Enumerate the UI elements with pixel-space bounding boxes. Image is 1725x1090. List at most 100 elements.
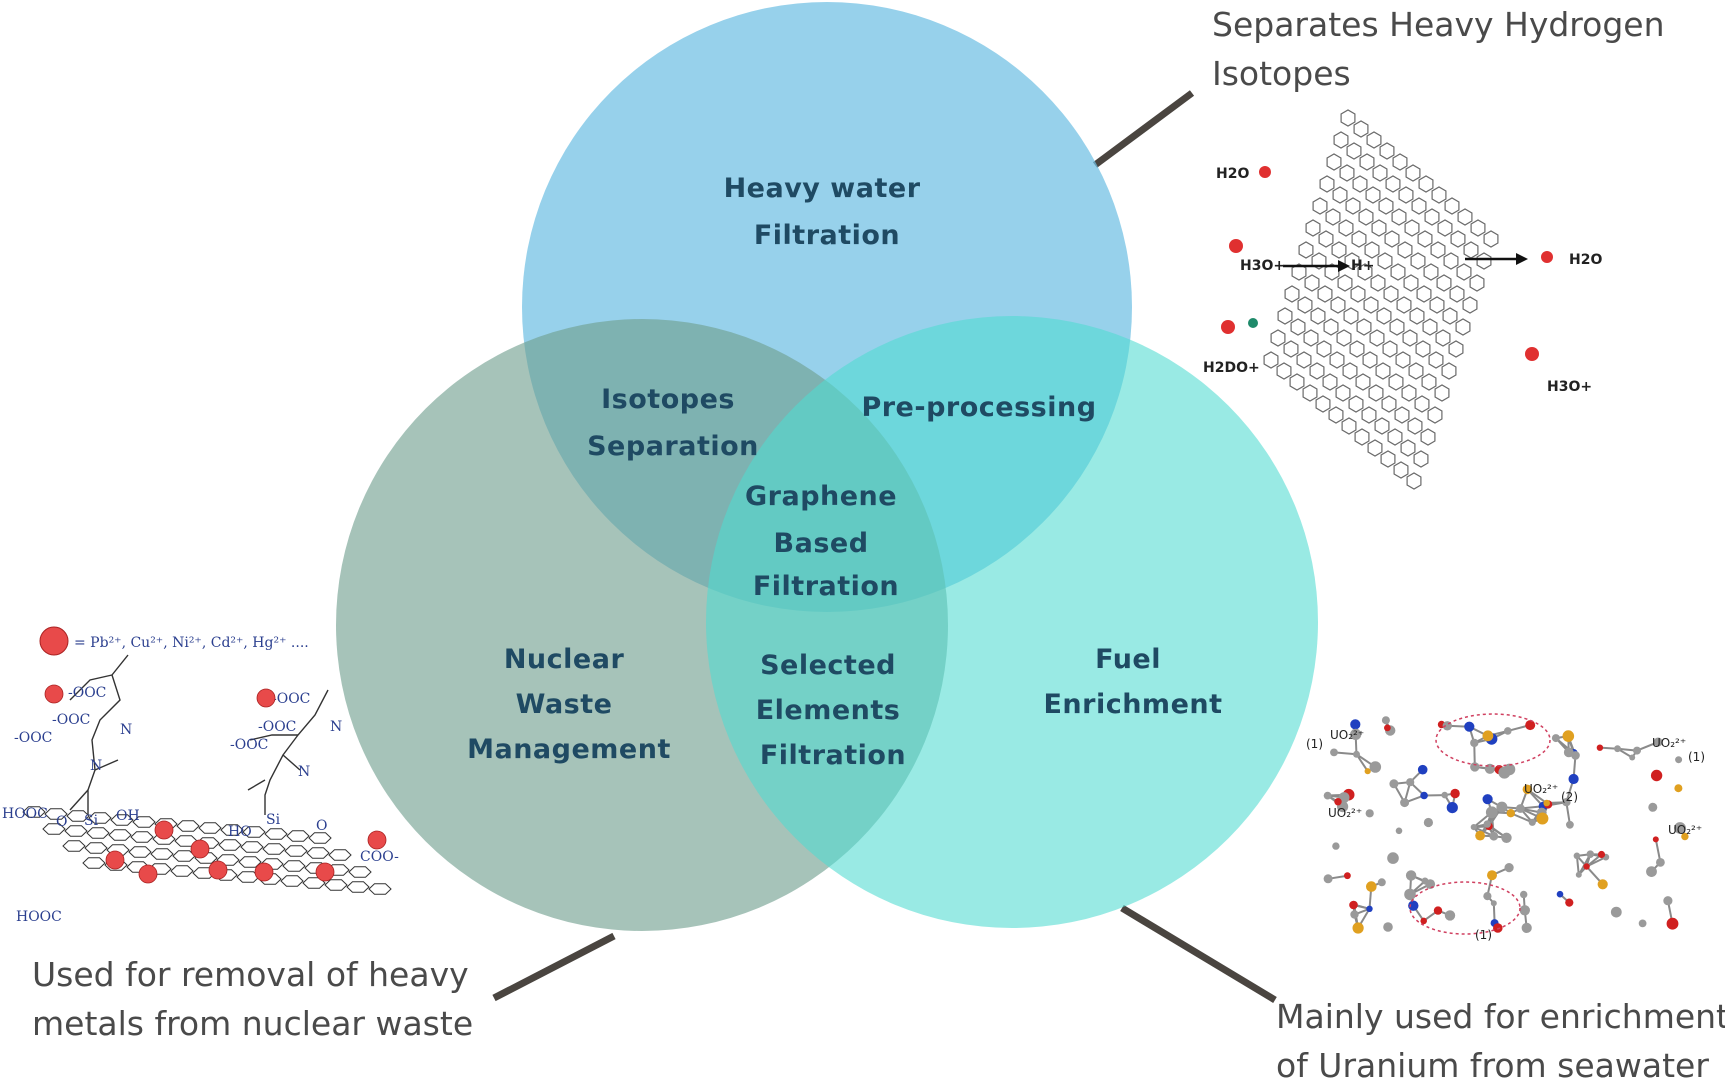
lattice-hexagon (1305, 275, 1319, 291)
connector-top-right (1095, 93, 1192, 165)
functional-group-label: HOOC (16, 909, 62, 925)
atom (1470, 739, 1478, 747)
atom (1382, 716, 1390, 724)
lattice-hexagon (1390, 319, 1404, 335)
sheet-ring (349, 867, 371, 877)
atom (1520, 891, 1527, 898)
atom (1418, 765, 1428, 775)
label-h2o-out: H2O (1569, 252, 1602, 268)
lattice-hexagon (1402, 385, 1416, 401)
sheet-ring (85, 843, 107, 853)
atom (1366, 809, 1374, 817)
lattice-hexagon (1324, 319, 1338, 335)
linker-chains (70, 655, 328, 815)
lattice-hexagon (1351, 286, 1365, 302)
lattice-hexagon (1377, 308, 1391, 324)
lattice-hexagon (1419, 176, 1433, 192)
label-line: Enrichment (1043, 689, 1222, 720)
atom (1389, 779, 1398, 788)
lattice-hexagon (1349, 396, 1363, 412)
atom (1353, 751, 1360, 758)
atom (1498, 767, 1510, 779)
atom (1383, 922, 1393, 932)
functional-group-label: Si (84, 813, 99, 829)
lattice-hexagon (1278, 308, 1292, 324)
lattice-hexagon (1376, 363, 1390, 379)
lattice-hexagon (1423, 319, 1437, 335)
atom (1611, 907, 1622, 918)
label-line: Isotopes (601, 384, 735, 415)
uranyl-label: (1) (1475, 928, 1492, 942)
atom (1464, 722, 1474, 732)
lattice-hexagon (1364, 297, 1378, 313)
lattice-hexagon (1442, 363, 1456, 379)
atom (1571, 751, 1580, 760)
atom (1378, 878, 1386, 886)
sheet-ring (129, 847, 151, 857)
lattice-hexagon (1470, 275, 1484, 291)
label-line: Filtration (753, 571, 899, 602)
lattice-hexagon (1373, 165, 1387, 181)
atom (1344, 872, 1351, 879)
graphene-membrane-illustration: H2O H3O+ H2DO+ H+ H2O H3O+ (1203, 110, 1602, 489)
sheet-ring (199, 823, 221, 833)
atom (1667, 918, 1679, 930)
atom (1434, 906, 1442, 914)
atom (1504, 727, 1512, 735)
atom (1422, 878, 1429, 885)
sheet-ring (325, 880, 347, 890)
lattice-hexagon (1331, 297, 1345, 313)
connector-bottom-left (494, 936, 614, 998)
lattice-hexagon (1403, 330, 1417, 346)
atom (1629, 755, 1635, 761)
sheet-ring (171, 866, 193, 876)
sheet-ring (177, 821, 199, 831)
atom (1350, 910, 1358, 918)
lattice-hexagon (1457, 264, 1471, 280)
lattice-hexagon (1370, 330, 1384, 346)
lattice-hexagon (1353, 176, 1367, 192)
atom (1483, 892, 1491, 900)
atom (1566, 821, 1574, 829)
lattice-hexagon (1431, 242, 1445, 258)
label-line: Based (774, 528, 869, 559)
atom (1507, 809, 1515, 817)
lattice-hexagon (1450, 286, 1464, 302)
atom (1598, 879, 1608, 889)
lattice-hexagon (1319, 231, 1333, 247)
lattice-hexagon (1411, 253, 1425, 269)
linker-bond (265, 690, 328, 815)
uranyl-label: (1) (1688, 750, 1705, 764)
lattice-hexagon (1464, 242, 1478, 258)
atom (1583, 863, 1589, 869)
lattice-hexagon (1327, 154, 1341, 170)
atom (1651, 770, 1662, 781)
lattice-hexagon (1422, 374, 1436, 390)
sheet-ring (287, 831, 309, 841)
atom (1597, 745, 1603, 751)
atom (1384, 725, 1391, 732)
lattice-hexagon (1304, 330, 1318, 346)
atom (1334, 798, 1341, 805)
caption-line: metals from nuclear waste (32, 999, 473, 1048)
lattice-hexagon (1365, 242, 1379, 258)
lattice-hexagon (1437, 275, 1451, 291)
lattice-hexagon (1484, 231, 1498, 247)
lattice-hexagon (1313, 198, 1327, 214)
label-h2o-in: H2O (1216, 166, 1249, 182)
lattice-hexagon (1388, 429, 1402, 445)
metal-ion (155, 821, 173, 839)
functional-group-label: O (316, 818, 327, 834)
sheet-ring (263, 844, 285, 854)
label-proton: H+ (1351, 258, 1374, 274)
atom (1656, 858, 1665, 867)
lattice-hexagon (1355, 429, 1369, 445)
atom (1404, 889, 1416, 901)
lattice-hexagon (1341, 110, 1355, 126)
metal-ion (255, 863, 273, 881)
connector-bottom-right (1122, 908, 1275, 1000)
label-line: Graphene (745, 481, 897, 512)
atom (1484, 820, 1491, 827)
label-line: Nuclear (504, 644, 625, 675)
atom (1563, 730, 1575, 742)
